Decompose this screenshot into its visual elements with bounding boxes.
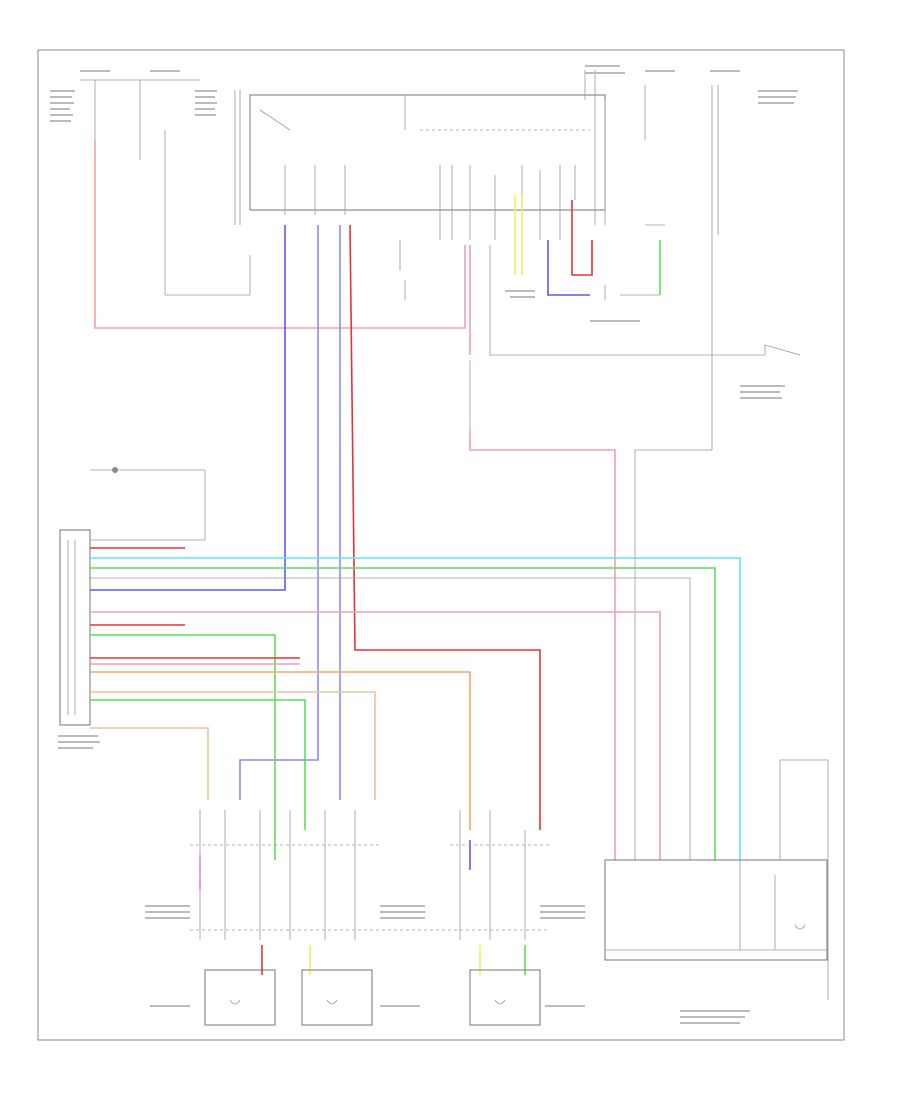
- left-front-assembly: [604, 759, 829, 1000]
- top-wires: [94, 140, 801, 860]
- harness-wires: [90, 547, 741, 860]
- bottom-switches: [190, 810, 550, 1026]
- label-blocks: [50, 65, 798, 1024]
- vertical-wires: [90, 224, 541, 830]
- diagram-frame: [37, 49, 845, 1041]
- top-fuse-area: [80, 70, 719, 300]
- power-window-control-unit: [59, 467, 206, 726]
- motor-right-rear: [204, 969, 276, 1026]
- motor-left-rear: [469, 969, 541, 1026]
- power-window-relay-box: [249, 94, 606, 211]
- motor-right-front: [301, 969, 373, 1026]
